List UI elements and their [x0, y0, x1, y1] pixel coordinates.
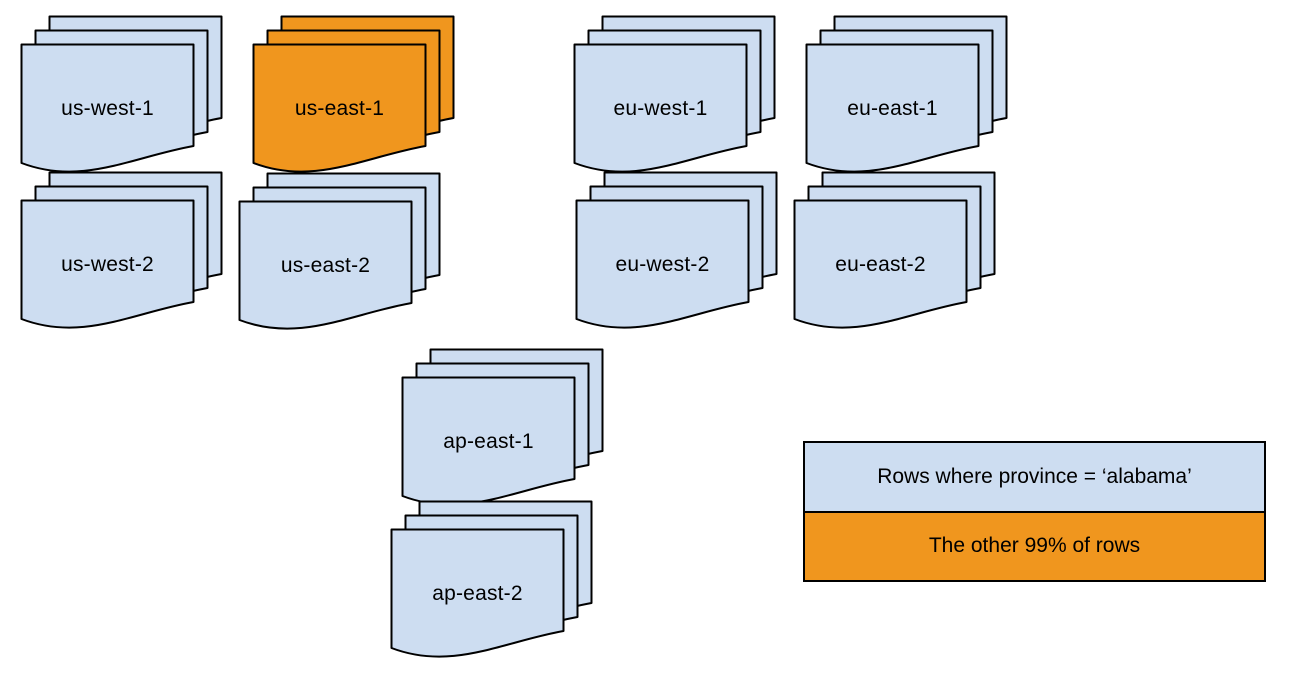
- region-label: ap-east-1: [443, 430, 534, 453]
- legend-item-label: The other 99% of rows: [928, 534, 1141, 558]
- document-sheet-front-icon: [573, 43, 748, 173]
- legend-item-alabama-rows: Rows where province = ‘alabama’: [805, 443, 1264, 513]
- document-sheet-front-icon: [238, 200, 413, 330]
- region-stack-us-east-1: us-east-1: [252, 15, 455, 177]
- document-sheet-front-icon: [793, 199, 968, 329]
- region-stack-ap-east-2: ap-east-2: [390, 500, 593, 662]
- document-sheet-front-icon: [805, 43, 980, 173]
- region-label: eu-east-1: [847, 97, 938, 120]
- region-stack-us-east-2: us-east-2: [238, 172, 441, 334]
- document-sheet-front-icon: [575, 199, 750, 329]
- region-stack-ap-east-1: ap-east-1: [401, 348, 604, 510]
- region-label: eu-east-2: [835, 253, 926, 276]
- legend: Rows where province = ‘alabama’ The othe…: [803, 441, 1266, 582]
- document-sheet-front-icon: [401, 376, 576, 506]
- legend-item-other-rows: The other 99% of rows: [805, 512, 1264, 580]
- region-stack-eu-east-2: eu-east-2: [793, 171, 996, 333]
- region-label: ap-east-2: [432, 582, 523, 605]
- region-label: eu-west-1: [613, 97, 708, 120]
- region-label: us-west-1: [61, 97, 154, 120]
- region-stack-us-west-2: us-west-2: [20, 171, 223, 333]
- region-label: us-east-1: [294, 97, 385, 120]
- region-stack-eu-east-1: eu-east-1: [805, 15, 1008, 177]
- region-stack-eu-west-1: eu-west-1: [573, 15, 776, 177]
- region-label: eu-west-2: [615, 253, 710, 276]
- document-sheet-front-icon: [20, 43, 195, 173]
- legend-item-label: Rows where province = ‘alabama’: [877, 464, 1192, 488]
- region-label: us-east-2: [280, 254, 371, 277]
- region-stack-eu-west-2: eu-west-2: [575, 171, 778, 333]
- region-stack-us-west-1: us-west-1: [20, 15, 223, 177]
- document-sheet-front-icon: [252, 43, 427, 173]
- document-sheet-front-icon: [20, 199, 195, 329]
- region-label: us-west-2: [61, 253, 154, 276]
- document-sheet-front-icon: [390, 528, 565, 658]
